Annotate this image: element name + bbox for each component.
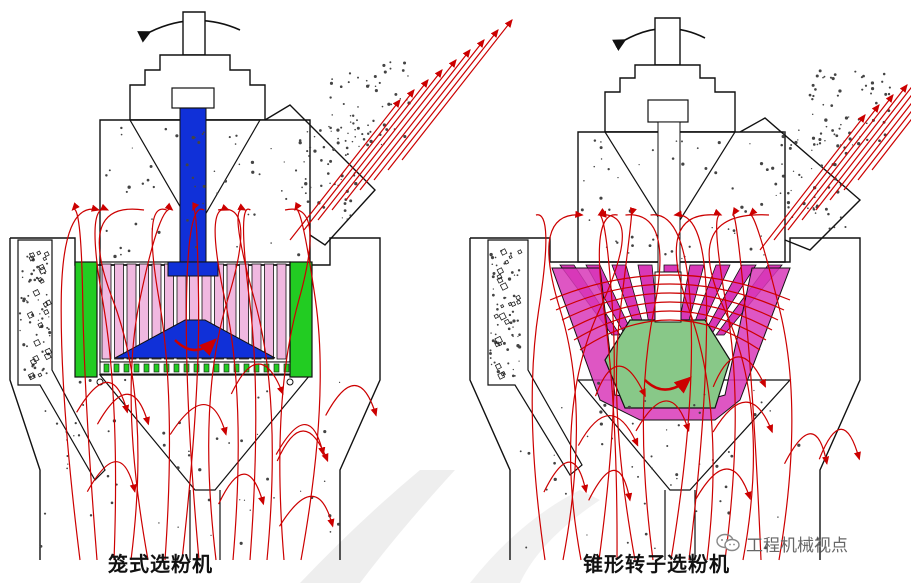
rotor-shaft (179, 107, 207, 274)
cage-bar (126, 263, 137, 360)
lower-cone (98, 374, 312, 491)
rotor-rotation-arrow (644, 376, 692, 394)
shaft-housing (654, 17, 681, 66)
outer-shell (9, 237, 381, 560)
air-inlet-duct (739, 117, 862, 251)
cage-bar (251, 263, 262, 360)
outer-shell (469, 237, 861, 560)
rotor-hub (167, 261, 219, 277)
watermark-text: 工程机械视点 (746, 535, 848, 556)
rotor-rotation-arrow (174, 338, 217, 356)
watermark: 工程机械视点 (716, 530, 848, 556)
cage-rotor-bars (99, 261, 291, 363)
cage-bar (276, 263, 287, 360)
cone-rotor-separator-diagram (469, 17, 862, 560)
shaft-coupling (171, 87, 215, 109)
caption-cone-rotor-separator: 锥形转子选粉机 (583, 552, 730, 576)
shaft-housing (182, 11, 206, 56)
wechat-icon (716, 533, 740, 552)
cage-bar (214, 263, 224, 360)
cone-rotor-core (604, 319, 731, 409)
background-swoosh (300, 470, 455, 583)
cage-bar (114, 263, 124, 360)
side-channel (487, 239, 583, 476)
bottom-grate (99, 361, 291, 375)
cage-bar (239, 263, 249, 360)
shaft-coupling (647, 99, 689, 123)
cage-separator-diagram (9, 11, 381, 560)
upper-casing (577, 131, 786, 263)
side-channel (17, 239, 106, 481)
rotor-disc (114, 319, 276, 359)
air-inlet-duct (264, 104, 376, 246)
caption-cage-separator: 笼式选粉机 (108, 552, 213, 576)
coarse-particles (26, 248, 523, 381)
guide-vane-left (74, 261, 98, 378)
airflow-streamlines (60, 19, 911, 561)
guide-vane-right (289, 261, 313, 378)
cage-bar (101, 263, 112, 360)
cage-bar (139, 263, 149, 360)
cage-bar (264, 263, 274, 360)
background-swoosh (470, 490, 600, 583)
